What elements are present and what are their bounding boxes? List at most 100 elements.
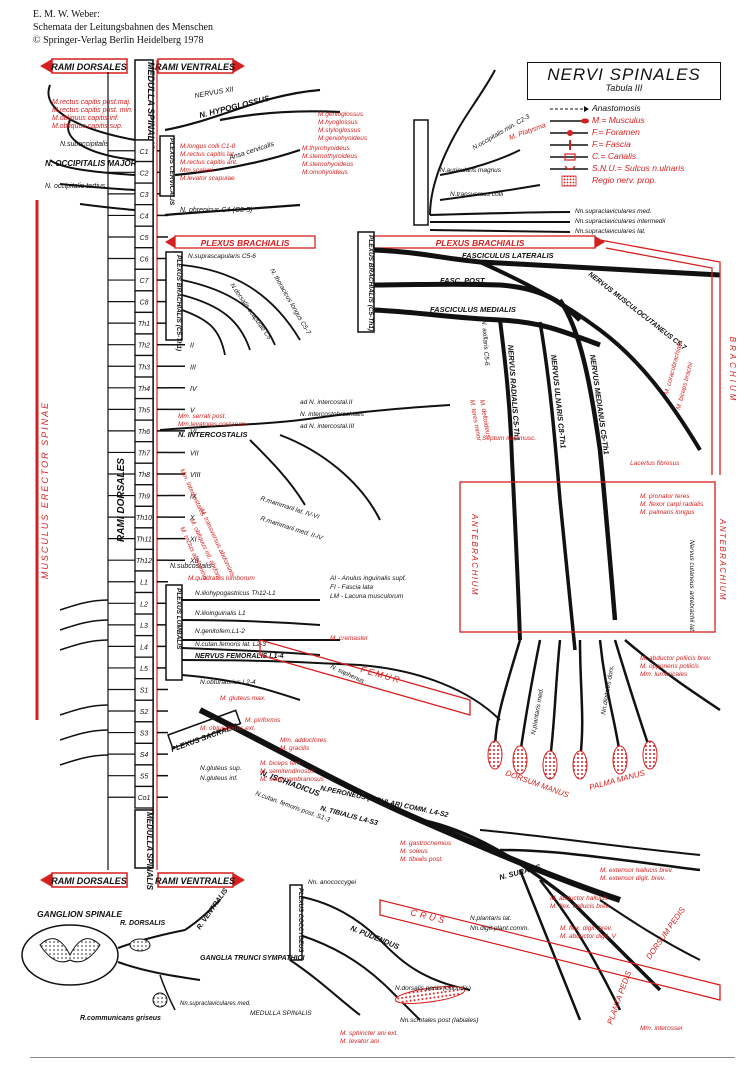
banner-rami-dorsales-bottom: RAMI DORSALES (40, 872, 128, 888)
segment-label: C1 (140, 149, 149, 156)
nerve-label: N.iliohypogastricus Th12-L1 (195, 590, 276, 597)
muscle-label: M. levator ani (340, 1038, 380, 1045)
fingertip-region (572, 750, 588, 780)
plexus-lumbalis-box (165, 584, 183, 681)
note-label: AI - Anulus inguinalis supf. (329, 575, 407, 582)
muscle-label: M. semimembranosus (260, 776, 325, 783)
nerve-label: N.plantaris lat. (470, 915, 512, 922)
banner-rami-ventrales-bottom: RAMI VENTRALES (155, 872, 245, 888)
nerve-label: Nn.digit.plant.comm. (470, 925, 529, 932)
muscle-label: M. abductor hallucis (550, 895, 609, 902)
muscle-label: M. opponens pollicis (640, 663, 700, 670)
nerve-label: Nn.supraclaviculares lat. (575, 228, 646, 235)
nerve-label: NERVUS XII (194, 86, 234, 100)
nerve-label: Nn.supraclaviculares med. (575, 208, 652, 215)
dorsal-cervical-branches (47, 84, 136, 211)
muscle-label: M. tibialis post. (400, 856, 443, 863)
plexus-cervicalis-right-box (413, 119, 429, 226)
legend-anastomosis: Anastomosis (548, 103, 738, 115)
plexus-brachialis-box (165, 251, 183, 341)
note-label: FI - Fascia lata (330, 584, 373, 591)
region-symbol (561, 175, 577, 187)
region-label: ANTEBRACHIUM (470, 513, 479, 596)
muscle-label: M.sternothyroideus (302, 153, 358, 160)
nerve-label: N.dorsalis penis (clitoridis) (395, 985, 471, 992)
antebrachium-box: ANTEBRACHIUM ANTEBRACHIUM (459, 481, 727, 633)
region-label: DORSUM MANUS (504, 768, 570, 799)
nerve-label: ad N. intercostal.II (300, 399, 353, 406)
segment-label: Th2 (138, 343, 150, 350)
nerve-label: N.gluteus inf. (200, 775, 238, 782)
nerve-label: N.transversus colli (450, 191, 504, 198)
muscle-label: M. abductor digit. V (560, 933, 617, 940)
nerve-label: N. intercostobrachialis (300, 411, 365, 418)
muscle-label: M.styloglossus (318, 127, 361, 134)
phrenicus-line (164, 203, 301, 217)
muscle-label: M. pronator teres (640, 493, 690, 500)
plexus-label: PLEXUS BRACHIALIS (201, 238, 290, 248)
region-label: BRACHIUM (728, 337, 737, 404)
muscle-label: M.genioglossus (318, 111, 364, 118)
muscle-label: Septum intermusc. (482, 435, 536, 442)
segment-label: Th3 (138, 364, 150, 371)
segment-label: L1 (140, 580, 148, 587)
banner-text: RAMI DORSALES (51, 876, 127, 886)
cord-label: Nn.supraclaviculares med. (180, 1001, 251, 1007)
nerve-label: Nn. anococcygei (308, 879, 357, 886)
femur-band: FEMUR (259, 639, 471, 716)
segment-label: S1 (140, 687, 149, 694)
intercostal-nerves (159, 404, 451, 521)
muscle-label: M.quadratus lumborum (188, 575, 255, 582)
muscle-label: Mm. adductores (280, 737, 327, 744)
rami-dorsales-vertical: RAMI DORSALES (116, 458, 127, 542)
nerve-label: N.ilioinguinalis L1 (195, 610, 246, 617)
segment-label: Co1 (138, 795, 151, 802)
fingertips (487, 740, 658, 780)
foramen-symbol (550, 130, 588, 136)
legend-text: F.= Foramen (592, 127, 640, 137)
segment-label: L2 (140, 601, 148, 608)
legend: Anastomosis M.= Musculus F.= Foramen F.=… (548, 103, 738, 187)
title-sub: Tabula III (605, 83, 643, 93)
banner-text: RAMI DORSALES (51, 62, 127, 72)
muscle-label: Mm.scaleni (180, 167, 213, 174)
muscle-label: M.hyoglossus (318, 119, 358, 126)
legend-text: Regio nerv. prop. (592, 175, 657, 185)
nerve-label: N.plantaris med. (530, 687, 545, 735)
muscle-label: M. biceps fem. (260, 760, 302, 767)
muscle-label: M.levator scapulae (180, 175, 235, 182)
muscle-label: M. piriformis (245, 717, 281, 724)
roman-numeral: XI (189, 537, 197, 544)
roman-numeral: VIII (190, 472, 201, 479)
banner-text: RAMI VENTRALES (155, 62, 235, 72)
plexus-coccygeus-box (289, 884, 303, 961)
segment-label: C7 (140, 278, 150, 285)
muscle-label: Mm. serrati post. (178, 413, 227, 420)
nerve-label: N.cutan.femoris lat. L2-3 (195, 641, 266, 648)
lumbar-branches (181, 598, 501, 721)
erector-spinae-label: MUSCULUS ERECTOR SPINAE (40, 401, 50, 579)
muscle-label: M.rectus capitis ant. (180, 159, 238, 166)
footer-rule (30, 1057, 735, 1058)
hypoglossus-ansa (164, 88, 341, 177)
header-author: E. M. W. Weber: (33, 9, 100, 20)
nerve-label: N.auricularis magnus (440, 167, 502, 174)
muscle-label: M. semitendinosus (260, 768, 315, 775)
segment-label: C8 (140, 300, 149, 307)
plexus-label: PLEXUS CERVICALIS (168, 138, 175, 206)
muscle-label: M. extensor digit. brev. (600, 875, 665, 882)
legend-text: M.= Musculus (592, 115, 645, 125)
legend-region: Regio nerv. prop. (548, 175, 738, 187)
roman-numeral: IV (190, 386, 198, 393)
muscle-label: M.longus colli C1-8 (180, 143, 236, 150)
region-label: PLANTA PEDIS (605, 969, 633, 1026)
banner-rami-dorsales-top: RAMI DORSALES (40, 58, 128, 74)
nerve-label: ad N. intercostal.III (300, 423, 354, 430)
hand-fingers (493, 639, 721, 761)
cord-label: R. VENTRALIS (196, 887, 230, 931)
cord-label: GANGLIA TRUNCI SYMPATHICI (200, 955, 306, 962)
nerve-label: N. OCCIPITALIS MAJOR (45, 159, 137, 168)
nerve-label: N. INTERCOSTALIS (178, 430, 247, 439)
header-book-title: Schemata der Leitungsbahnen des Menschen (33, 22, 213, 33)
